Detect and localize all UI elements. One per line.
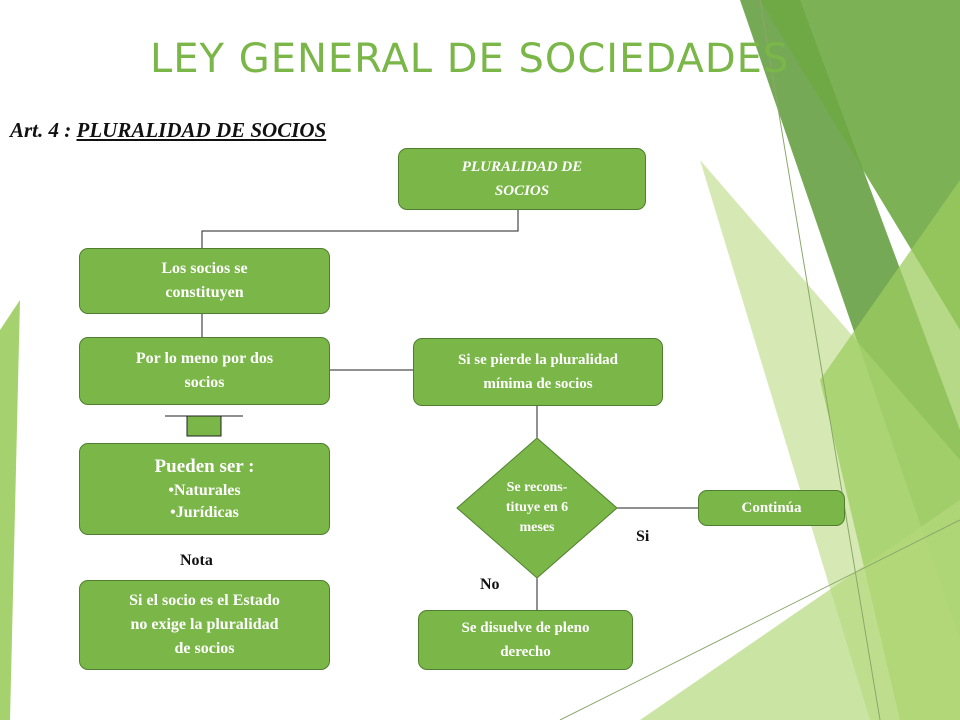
- pueden-item: Naturales: [155, 480, 255, 502]
- estado-line-2: no exige la pluralidad: [130, 616, 279, 633]
- constituyen-line-1: Los socios se: [161, 260, 248, 277]
- decision-text: Se recons- tituye en 6 meses: [472, 478, 602, 538]
- minimo-box: Por lo meno por dos socios: [79, 337, 330, 405]
- slide-title: LEY GENERAL DE SOCIEDADES: [150, 36, 790, 82]
- pueden-list: Naturales Jurídicas: [155, 480, 255, 524]
- article-heading: Art. 4 : PLURALIDAD DE SOCIOS: [10, 118, 326, 143]
- disuelve-line-2: derecho: [500, 644, 551, 660]
- root-box: PLURALIDAD DE SOCIOS: [398, 148, 646, 210]
- decision-diamond: [456, 437, 618, 579]
- nota-label: Nota: [180, 552, 213, 569]
- estado-line-3: de socios: [174, 640, 235, 657]
- connector-root-to-constituyen: [201, 208, 519, 248]
- si-label: Si: [636, 528, 650, 545]
- pierde-line-2: mínima de socios: [483, 376, 593, 392]
- up-arrow-icon: [165, 415, 243, 437]
- decision-line-1: Se recons-: [506, 480, 568, 495]
- estado-box: Si el socio es el Estado no exige la plu…: [79, 580, 330, 670]
- constituyen-box: Los socios se constituyen: [79, 248, 330, 314]
- disuelve-box: Se disuelve de pleno derecho: [418, 610, 633, 670]
- continua-box: Continúa: [698, 490, 845, 526]
- pueden-box: Pueden ser : Naturales Jurídicas: [79, 443, 330, 535]
- constituyen-line-2: constituyen: [165, 284, 244, 301]
- decision-line-2: tituye en 6: [505, 500, 569, 515]
- no-label: No: [480, 576, 500, 593]
- estado-line-1: Si el socio es el Estado: [129, 592, 280, 609]
- pueden-item: Jurídicas: [155, 502, 255, 524]
- disuelve-line-1: Se disuelve de pleno: [461, 620, 590, 636]
- article-name: PLURALIDAD DE SOCIOS: [76, 118, 327, 142]
- continua-label: Continúa: [741, 500, 802, 516]
- minimo-line-2: socios: [184, 374, 225, 391]
- root-line-2: SOCIOS: [494, 183, 550, 199]
- pierde-line-1: Si se pierde la pluralidad: [457, 352, 619, 368]
- minimo-line-1: Por lo meno por dos: [135, 350, 274, 367]
- article-prefix: Art. 4 :: [10, 118, 77, 142]
- pueden-heading: Pueden ser :: [154, 456, 255, 477]
- pierde-box: Si se pierde la pluralidad mínima de soc…: [413, 338, 663, 406]
- root-line-1: PLURALIDAD DE: [461, 159, 583, 175]
- decision-line-3: meses: [519, 520, 555, 535]
